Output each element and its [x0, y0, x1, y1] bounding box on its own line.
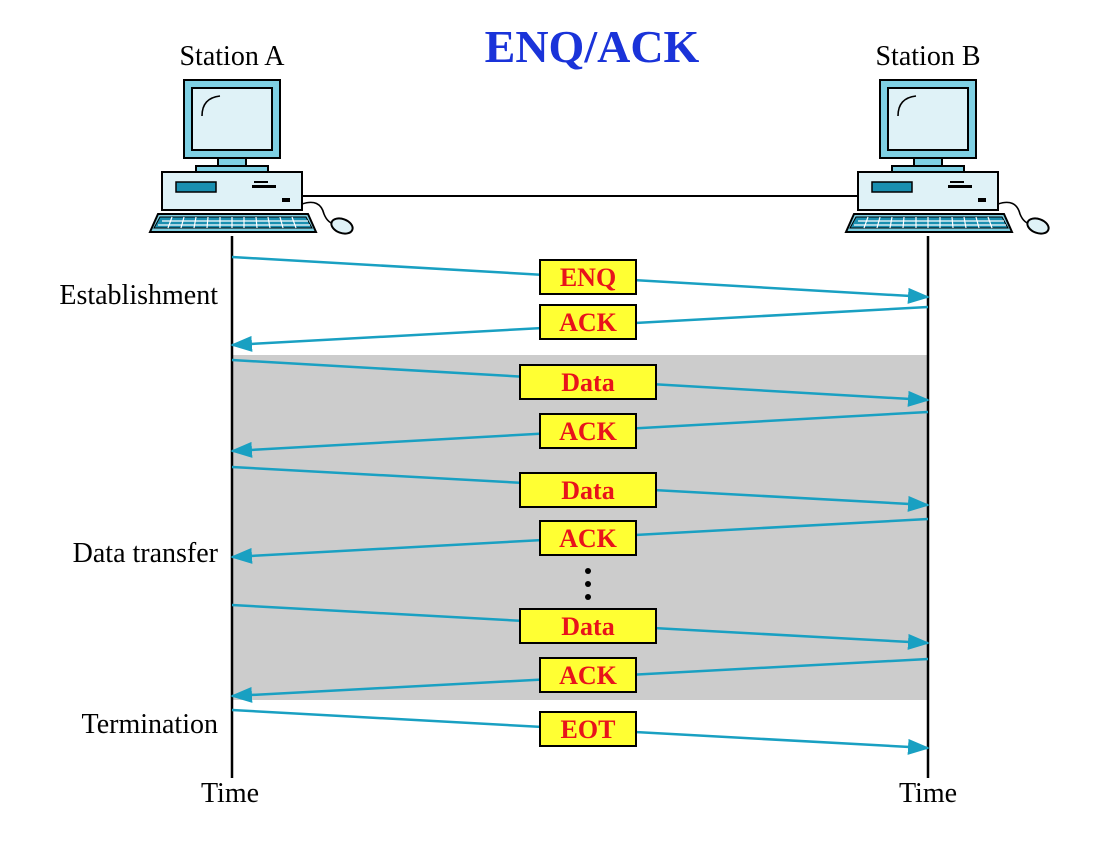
message-label-data-1: Data	[561, 368, 614, 397]
station-b-time-label: Time	[899, 778, 957, 809]
message-box-data-2: Data	[519, 472, 657, 508]
phase-termination-label: Termination	[82, 709, 218, 740]
message-label-data-3: Data	[561, 612, 614, 641]
station-b-computer-icon	[845, 79, 1052, 238]
message-box-data-1: Data	[519, 364, 657, 400]
station-a-computer-icon	[149, 79, 356, 238]
message-label-ack-1: ACK	[559, 308, 618, 337]
message-box-ack-2: ACK	[539, 413, 637, 449]
message-label-enq: ENQ	[560, 263, 616, 292]
message-box-enq: ENQ	[539, 259, 637, 295]
message-label-data-2: Data	[561, 476, 614, 505]
ellipsis-dots	[585, 568, 591, 600]
message-label-ack-4: ACK	[559, 661, 618, 690]
message-label-ack-2: ACK	[559, 417, 618, 446]
message-box-ack-3: ACK	[539, 520, 637, 556]
phase-data-transfer-label: Data transfer	[73, 538, 219, 569]
message-box-ack-1: ACK	[539, 304, 637, 340]
message-label-ack-3: ACK	[559, 524, 618, 553]
station-b-label: Station B	[875, 41, 980, 72]
message-box-ack-4: ACK	[539, 657, 637, 693]
message-box-eot: EOT	[539, 711, 637, 747]
station-a-label: Station A	[179, 41, 285, 72]
message-label-eot: EOT	[561, 715, 616, 744]
station-a-time-label: Time	[201, 778, 259, 809]
phase-establishment-label: Establishment	[59, 280, 218, 311]
diagram-title: ENQ/ACK	[485, 21, 700, 72]
message-box-data-3: Data	[519, 608, 657, 644]
